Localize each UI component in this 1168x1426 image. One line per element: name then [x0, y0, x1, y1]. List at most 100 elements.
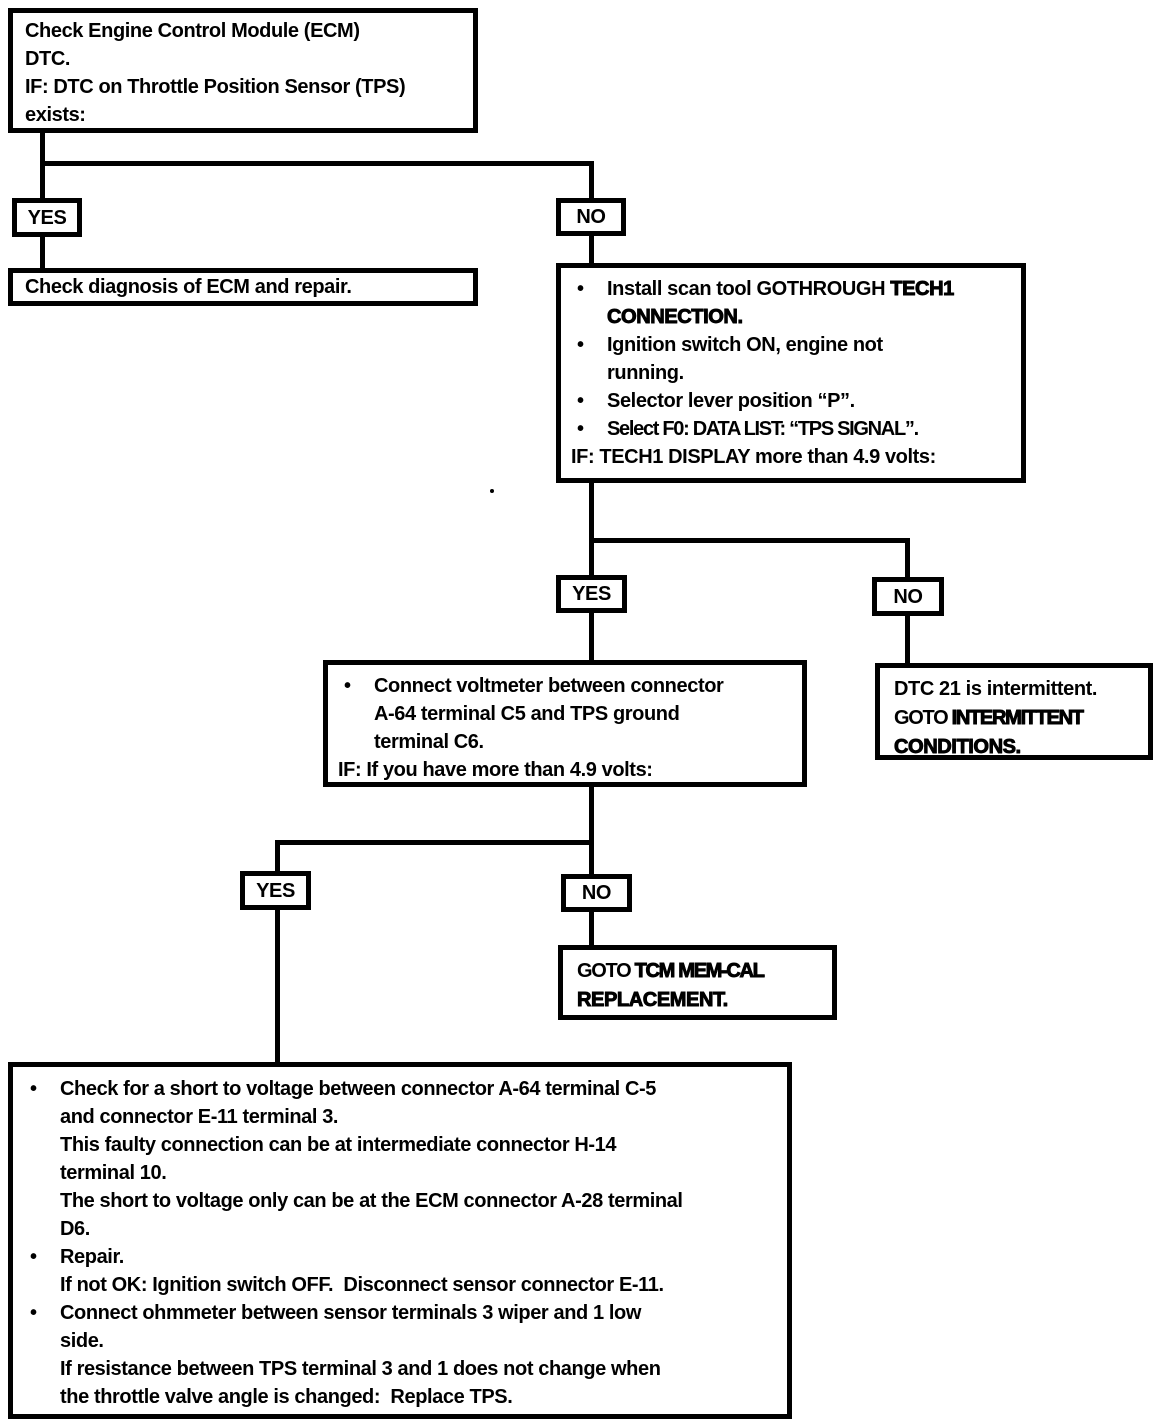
node-start-line: exists:	[25, 104, 86, 126]
final-text: the throttle valve angle is changed: Rep…	[60, 1386, 513, 1408]
connector-no2-to-dtc21	[905, 613, 910, 666]
stray-ink-dot	[490, 489, 494, 493]
bullet-icon: •	[577, 390, 584, 412]
connector-branch3-yes-down	[275, 840, 280, 874]
dtc21-text: DTC 21 is intermittent.	[894, 678, 1098, 700]
node-start: Check Engine Control Module (ECM) DTC. I…	[8, 8, 478, 133]
scan-tool-bullet-4: • Select F0: DATA LIST: “TPS SIGNAL”.	[571, 415, 1015, 443]
goto-tcm-text-bold: TCM MEM-CAL	[634, 960, 765, 983]
dtc21-line: GOTO INTERMITTENT	[894, 704, 1144, 733]
bullet-icon: •	[577, 418, 584, 440]
node-ecm-repair: Check diagnosis of ECM and repair.	[8, 268, 478, 306]
bullet-icon: •	[344, 675, 351, 697]
final-text: D6.	[60, 1218, 90, 1240]
voltmeter-text: A-64 terminal C5 and TPS ground	[374, 703, 680, 725]
node-final: • Check for a short to voltage between co…	[8, 1062, 792, 1419]
dtc21-text: GOTO	[894, 707, 952, 729]
final-text: If resistance between TPS terminal 3 and…	[60, 1358, 661, 1380]
final-line: side.	[30, 1327, 783, 1355]
branch2-yes-label: YES	[572, 583, 611, 605]
connector-branch1-yes-down	[40, 161, 45, 201]
final-line: terminal 10.	[30, 1159, 783, 1187]
node-scan-tool: • Install scan tool GOTHROUGH TECH1 CONNE…	[556, 263, 1026, 483]
final-text: and connector E-11 terminal 3.	[60, 1106, 339, 1128]
bullet-icon: •	[577, 334, 584, 356]
goto-tcm-text-bold: REPLACEMENT.	[577, 989, 729, 1012]
voltmeter-bullet-1-cont: terminal C6.	[338, 728, 796, 756]
connector-branch3-no-down	[589, 840, 594, 877]
branch3-yes-label-box: YES	[240, 871, 311, 910]
final-text: terminal 10.	[60, 1162, 167, 1184]
connector-branch1-horizontal	[40, 161, 594, 166]
scan-tool-bullet-1: • Install scan tool GOTHROUGH TECH1	[571, 275, 1015, 303]
connector-yes3-to-final	[275, 907, 280, 1065]
dtc21-line: DTC 21 is intermittent.	[894, 675, 1144, 704]
branch2-no-label-box: NO	[872, 577, 944, 616]
scan-tool-text-bold: CONNECTION.	[607, 306, 744, 329]
final-line: If not OK: Ignition switch OFF. Disconne…	[30, 1271, 783, 1299]
connector-no1-to-scantool	[589, 233, 594, 266]
branch2-yes-label-box: YES	[556, 575, 627, 613]
final-line: the throttle valve angle is changed: Rep…	[30, 1383, 783, 1411]
dtc21-line: CONDITIONS.	[894, 733, 1144, 762]
branch3-yes-label: YES	[256, 879, 295, 902]
scan-tool-text-bold: TECH1	[890, 278, 955, 301]
node-ecm-repair-text: Check diagnosis of ECM and repair.	[25, 276, 352, 298]
voltmeter-text: IF: If you have more than 4.9 volts:	[338, 759, 653, 781]
goto-tcm-text: GOTO	[577, 960, 635, 982]
scan-tool-bullet-3: • Selector lever position “P”.	[571, 387, 1015, 415]
scan-tool-if-line: IF: TECH1 DISPLAY more than 4.9 volts:	[571, 443, 1015, 471]
bullet-icon: •	[30, 1302, 37, 1324]
branch1-no-label: NO	[576, 206, 606, 228]
final-text: If not OK: Ignition switch OFF. Disconne…	[60, 1274, 664, 1296]
voltmeter-if-line: IF: If you have more than 4.9 volts:	[338, 756, 796, 784]
connector-no3-to-gototcm	[589, 909, 594, 948]
final-line: This faulty connection can be at interme…	[30, 1131, 783, 1159]
connector-branch1-no-down	[589, 161, 594, 203]
scan-tool-bullet-1-cont: CONNECTION.	[571, 303, 1015, 331]
voltmeter-bullet-1: • Connect voltmeter between connector	[338, 672, 796, 700]
dtc21-text-bold: CONDITIONS.	[894, 736, 1022, 759]
connector-scantool-down	[589, 480, 594, 578]
node-dtc21: DTC 21 is intermittent. GOTO INTERMITTEN…	[875, 663, 1153, 760]
bullet-icon: •	[577, 278, 584, 300]
final-text: This faulty connection can be at interme…	[60, 1134, 617, 1156]
branch1-yes-label-box: YES	[12, 198, 82, 237]
bullet-icon: •	[30, 1246, 37, 1268]
scan-tool-text: Select F0: DATA LIST: “TPS SIGNAL”.	[607, 418, 919, 440]
scan-tool-text: Selector lever position “P”.	[607, 390, 855, 412]
final-bullet-3: •Connect ohmmeter between sensor termina…	[30, 1299, 783, 1327]
node-voltmeter: • Connect voltmeter between connector A-6…	[323, 660, 807, 787]
branch1-no-label-box: NO	[556, 198, 626, 236]
connector-branch3-horizontal	[275, 840, 594, 845]
connector-branch2-horizontal	[589, 538, 910, 543]
bullet-icon: •	[30, 1078, 37, 1100]
voltmeter-text: Connect voltmeter between connector	[374, 675, 724, 697]
final-line: and connector E-11 terminal 3.	[30, 1103, 783, 1131]
final-text: Check for a short to voltage between con…	[60, 1078, 657, 1100]
final-line: D6.	[30, 1215, 783, 1243]
node-start-line: Check Engine Control Module (ECM)	[25, 20, 360, 42]
scan-tool-text: Install scan tool GOTHROUGH	[607, 278, 891, 300]
final-text: side.	[60, 1330, 104, 1352]
connector-branch2-no-down	[905, 538, 910, 580]
final-text: The short to voltage only can be at the …	[60, 1190, 683, 1212]
dtc21-text-bold: INTERMITTENT	[951, 707, 1084, 730]
branch3-no-label-box: NO	[561, 874, 632, 912]
branch3-no-label: NO	[581, 882, 612, 904]
scan-tool-text: Ignition switch ON, engine not	[607, 334, 883, 356]
branch2-no-label: NO	[893, 585, 923, 608]
final-bullet-2: •Repair.	[30, 1243, 783, 1271]
scan-tool-bullet-2-cont: running.	[571, 359, 1015, 387]
connector-yes1-to-repair	[40, 234, 45, 270]
voltmeter-text: terminal C6.	[374, 731, 484, 753]
node-goto-tcm: GOTO TCM MEM-CAL REPLACEMENT.	[558, 945, 837, 1020]
goto-tcm-line: GOTO TCM MEM-CAL	[577, 957, 828, 986]
final-line: The short to voltage only can be at the …	[30, 1187, 783, 1215]
final-line: If resistance between TPS terminal 3 and…	[30, 1355, 783, 1383]
scan-tool-bullet-2: • Ignition switch ON, engine not	[571, 331, 1015, 359]
goto-tcm-line: REPLACEMENT.	[577, 986, 828, 1015]
voltmeter-bullet-1-cont: A-64 terminal C5 and TPS ground	[338, 700, 796, 728]
final-bullet-1: • Check for a short to voltage between co…	[30, 1075, 783, 1103]
